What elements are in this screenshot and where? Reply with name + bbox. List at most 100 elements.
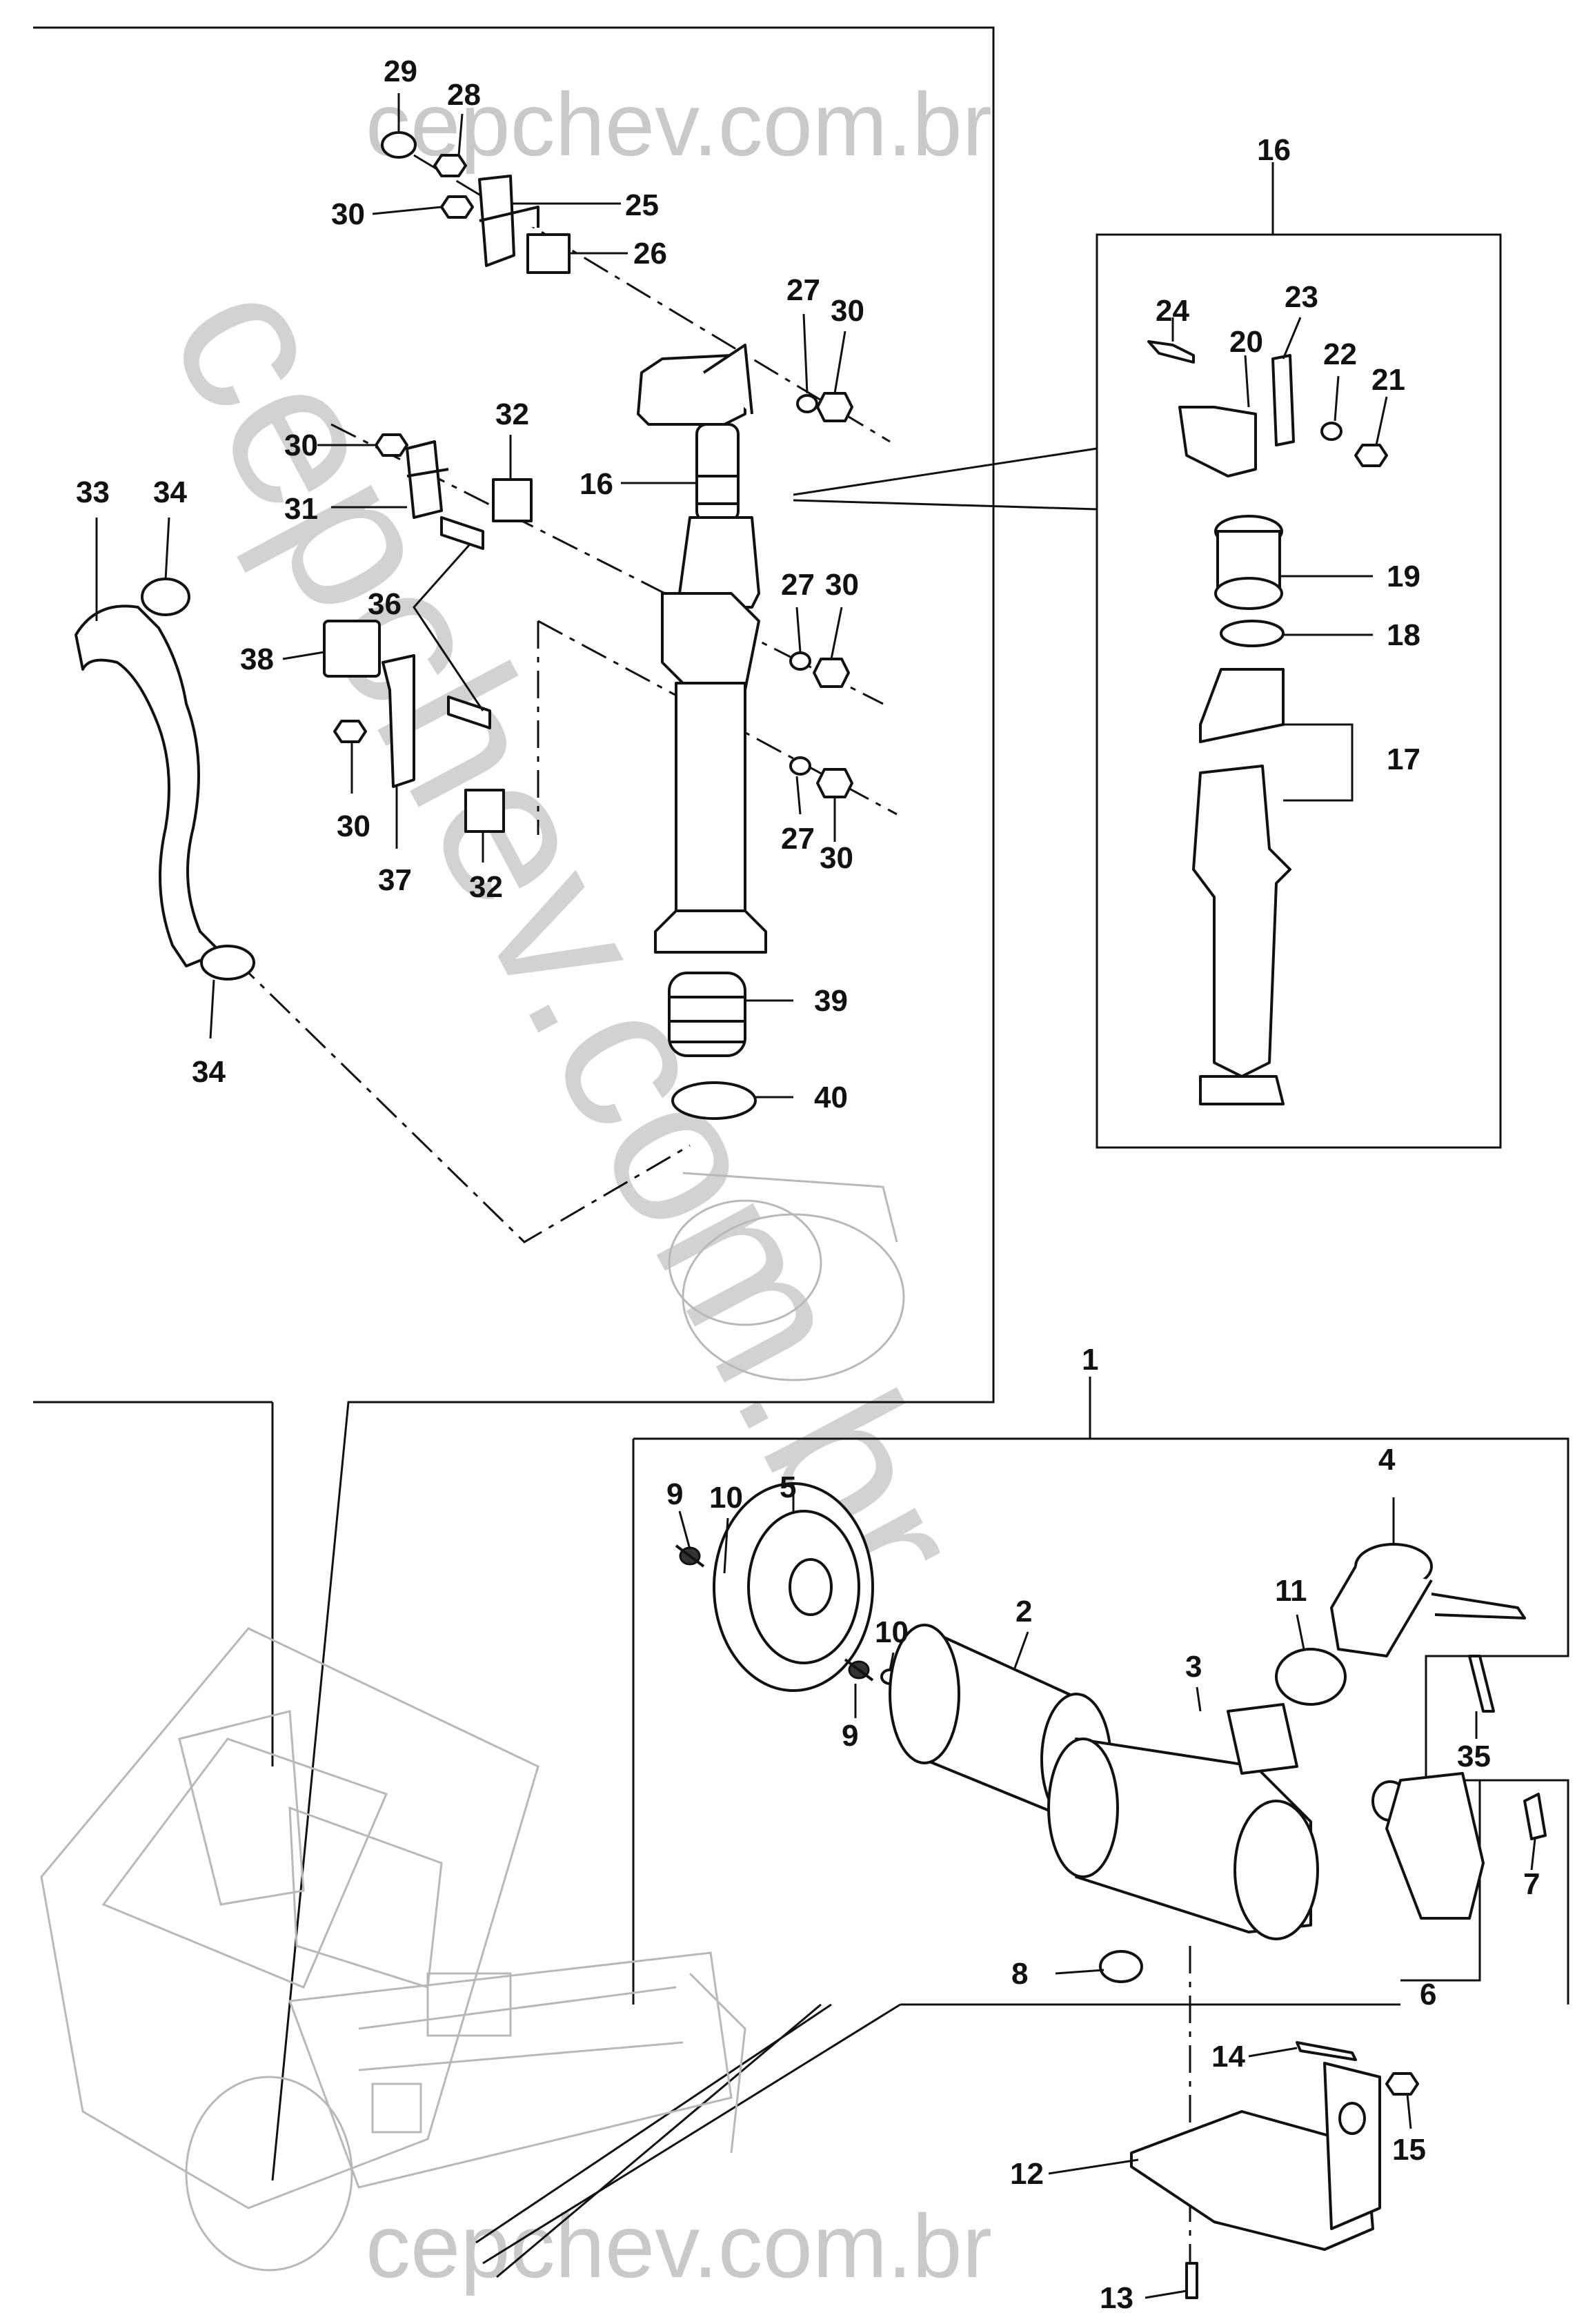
frame-leader-a [482,2003,901,2265]
callout-11: 11 [1275,1574,1307,1608]
vehicle-ghost-outline [40,1627,746,2272]
nut-30-left-upper [375,433,408,457]
cover-5 [713,1482,874,1692]
screw-7 [1523,1793,1547,1840]
callout-12: 12 [1010,2157,1044,2191]
screw-13 [1185,2262,1198,2299]
plate-38 [323,620,381,678]
bolt-35 [1468,1655,1495,1713]
bracket-31 [406,440,449,519]
nut-30-right-mid [813,658,850,688]
callout-34: 34 [192,1055,226,1089]
valve-6 [1385,1772,1485,1920]
callout-1: 1 [1082,1343,1098,1377]
callout-30: 30 [831,294,864,328]
callout-17: 17 [1387,742,1420,776]
frame-leader-c [496,2003,822,2278]
watermark-bottom: cepchev.com.br [366,2196,992,2296]
clamp-11 [1275,1648,1347,1706]
callout-40: 40 [814,1081,848,1114]
callout-30: 30 [820,841,853,875]
callout-9: 9 [666,1477,683,1511]
duct-17 [1192,668,1291,1105]
detail-16-leader-bottom [793,499,1098,511]
intake-duct-16 [637,344,767,954]
callout-26: 26 [633,237,667,270]
detail-box-16 [1096,233,1502,1149]
bracket-25 [478,175,539,267]
nut-30-left-lower [333,720,367,743]
bracket-37 [382,654,415,788]
frame-leader-b [475,2003,832,2244]
guide-line-bracket [413,154,891,443]
callout-2: 2 [1016,1595,1032,1628]
callout-9: 9 [842,1719,858,1753]
callout-16: 16 [1257,133,1291,167]
callout-27: 27 [781,568,815,602]
housing-3 [1047,1703,1319,1940]
callout-35: 35 [1457,1740,1491,1773]
upper-assembly-frame [33,26,995,2181]
washer-27-top [796,394,818,413]
nut-15 [1385,2072,1419,2096]
callout-7: 7 [1523,1867,1540,1901]
callout-39: 39 [814,984,848,1018]
callout-16: 16 [579,467,613,501]
clamp-34-lower [200,945,255,981]
callout-28: 28 [447,78,481,112]
detail-16-leader-top [793,447,1098,496]
callout-34: 34 [153,475,187,509]
callout-33: 33 [76,475,110,509]
air-cleaner-frame [632,1437,1569,2006]
callout-31: 31 [284,492,318,526]
callout-38: 38 [240,642,274,676]
mount-32-lower [464,789,505,833]
nut-30-top [440,195,474,219]
bolt-24 [1147,340,1195,364]
callout-10: 10 [709,1481,743,1515]
inlet-4 [1330,1543,1526,1657]
callout-5: 5 [780,1470,796,1504]
callout-numbers: 29 28 30 25 26 27 30 30 32 16 31 36 27 3… [76,55,1540,2315]
callout-27: 27 [781,822,815,856]
callout-30: 30 [825,568,859,602]
callout-32: 32 [469,870,503,904]
air-cleaner-ghost-outline [668,1172,905,1381]
callout-29: 29 [384,55,417,88]
callout-30: 30 [331,197,365,231]
callout-22: 22 [1323,337,1357,371]
cap-29 [381,131,417,159]
callout-37: 37 [378,863,412,897]
callout-23: 23 [1285,280,1318,314]
bolt-36-upper [440,516,484,550]
bellows-39 [668,972,746,1057]
callout-18: 18 [1387,618,1420,652]
callout-8: 8 [1011,1957,1028,1991]
callout-10: 10 [875,1615,909,1649]
callout-25: 25 [625,188,659,222]
callout-6: 6 [1420,1978,1436,2011]
leader-lines [95,93,1536,2299]
callout-13: 13 [1100,2281,1133,2315]
bolt-14 [1296,2041,1357,2061]
drain-valve-8 [1099,1950,1143,1983]
callout-32: 32 [495,397,529,431]
wing-nut-9-upper [675,1544,705,1568]
clamp-34-upper [141,578,190,616]
guide-line-hose [233,958,691,1243]
callout-21: 21 [1371,363,1405,397]
callout-15: 15 [1392,2133,1426,2167]
adapter-19 [1214,515,1283,610]
bolt-36-lower [447,696,491,729]
callout-30: 30 [337,809,370,843]
nut-30-right-top [816,392,853,422]
callout-36: 36 [368,587,402,621]
callout-24: 24 [1156,294,1189,328]
nut-30-right-low [816,768,853,798]
callout-20: 20 [1229,325,1263,359]
nut-28 [433,154,467,177]
watermark-diagonal: cepchev.com.br [126,243,1010,1629]
watermark-top: cepchev.com.br [366,74,992,175]
callout-14: 14 [1211,2040,1245,2074]
